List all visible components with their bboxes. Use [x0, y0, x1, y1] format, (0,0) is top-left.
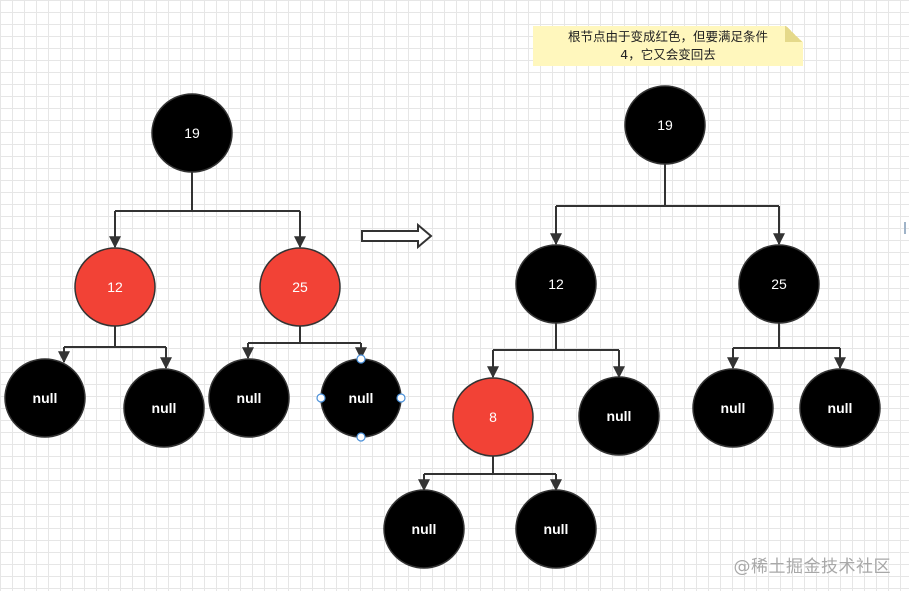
right-tree-null-4[interactable]: null	[383, 489, 465, 569]
right-tree-node-12[interactable]: 12	[515, 244, 597, 324]
right-tree-node-25[interactable]: 25	[738, 244, 820, 324]
right-tree-node-12-label: 12	[548, 276, 564, 292]
left-tree-node-12[interactable]: 12	[74, 247, 156, 327]
selection-handle[interactable]	[356, 432, 366, 442]
right-tree-edges-12	[487, 323, 625, 379]
left-tree-null-3-circle	[208, 358, 290, 438]
right-tree-edges-8	[418, 456, 562, 492]
left-tree-root-node-circle	[151, 93, 233, 173]
left-tree-node-25-label: 25	[292, 279, 308, 295]
right-tree-node-25-label: 25	[771, 276, 787, 292]
left-tree-null-1-label: null	[33, 390, 58, 406]
right-tree-node-8-label: 8	[489, 409, 497, 425]
left-tree-root-node[interactable]: 19	[151, 93, 233, 173]
right-tree-node-12-circle	[515, 244, 597, 324]
note-line-1: 根节点由于变成红色，但要满足条件	[567, 29, 768, 44]
edges-layer	[58, 164, 846, 492]
right-tree-null-5-circle	[515, 489, 597, 569]
nodes-layer: 19 12 25 null null null null 19 12 25 8 null null nul…	[4, 85, 881, 569]
note-line-2: 4，它又会变回去	[620, 47, 716, 62]
left-tree-null-4[interactable]: null	[316, 354, 406, 442]
right-tree-null-2-label: null	[721, 400, 746, 416]
right-tree-null-4-label: null	[412, 521, 437, 537]
right-tree-root-node[interactable]: 19	[624, 85, 706, 165]
right-tree-node-25-circle	[738, 244, 820, 324]
left-tree-node-25[interactable]: 25	[259, 247, 341, 327]
left-tree-null-1[interactable]: null	[4, 358, 86, 438]
overlay-layer	[361, 222, 433, 250]
left-tree-node-12-label: 12	[107, 279, 123, 295]
left-tree-null-3[interactable]: null	[208, 358, 290, 438]
left-tree-edges-25	[242, 326, 367, 360]
right-tree-root-node-label: 19	[657, 117, 673, 133]
left-tree-node-12-circle	[74, 247, 156, 327]
left-tree-root-node-label: 19	[184, 125, 200, 141]
right-tree-null-2[interactable]: null	[692, 368, 774, 448]
right-tree-node-8-circle	[452, 377, 534, 457]
left-tree-null-4-label: null	[349, 390, 374, 406]
selection-handle[interactable]	[396, 393, 406, 403]
right-tree-edges-root	[550, 164, 785, 246]
transition-arrow	[361, 222, 433, 250]
right-tree-null-5-label: null	[544, 521, 569, 537]
right-tree-root-node-circle	[624, 85, 706, 165]
left-tree-null-2-circle	[123, 368, 205, 448]
right-tree-edges-25	[727, 323, 846, 370]
right-tree-null-2-circle	[692, 368, 774, 448]
left-tree-edges-12	[58, 326, 172, 370]
right-tree-null-5[interactable]: null	[515, 489, 597, 569]
right-tree-null-1[interactable]: null	[578, 376, 660, 456]
left-tree-edges-root	[109, 172, 306, 249]
right-tree-node-8[interactable]: 8	[452, 377, 534, 457]
selection-handle[interactable]	[356, 354, 366, 364]
left-tree-null-2[interactable]: null	[123, 368, 205, 448]
left-tree-node-25-circle	[259, 247, 341, 327]
annotation-note: 根节点由于变成红色，但要满足条件 4，它又会变回去	[533, 26, 803, 66]
left-tree-null-3-label: null	[237, 390, 262, 406]
left-tree-null-1-circle	[4, 358, 86, 438]
left-tree-null-2-label: null	[152, 400, 177, 416]
right-tree-null-3[interactable]: null	[799, 368, 881, 448]
right-tree-null-1-label: null	[607, 408, 632, 424]
watermark: @稀土掘金技术社区	[733, 557, 891, 577]
right-tree-null-4-circle	[383, 489, 465, 569]
right-tree-null-1-circle	[578, 376, 660, 456]
scroll-marker	[904, 222, 906, 234]
right-tree-null-3-label: null	[828, 400, 853, 416]
right-tree-null-3-circle	[799, 368, 881, 448]
note-fold-corner	[785, 26, 803, 42]
selection-handle[interactable]	[316, 393, 326, 403]
